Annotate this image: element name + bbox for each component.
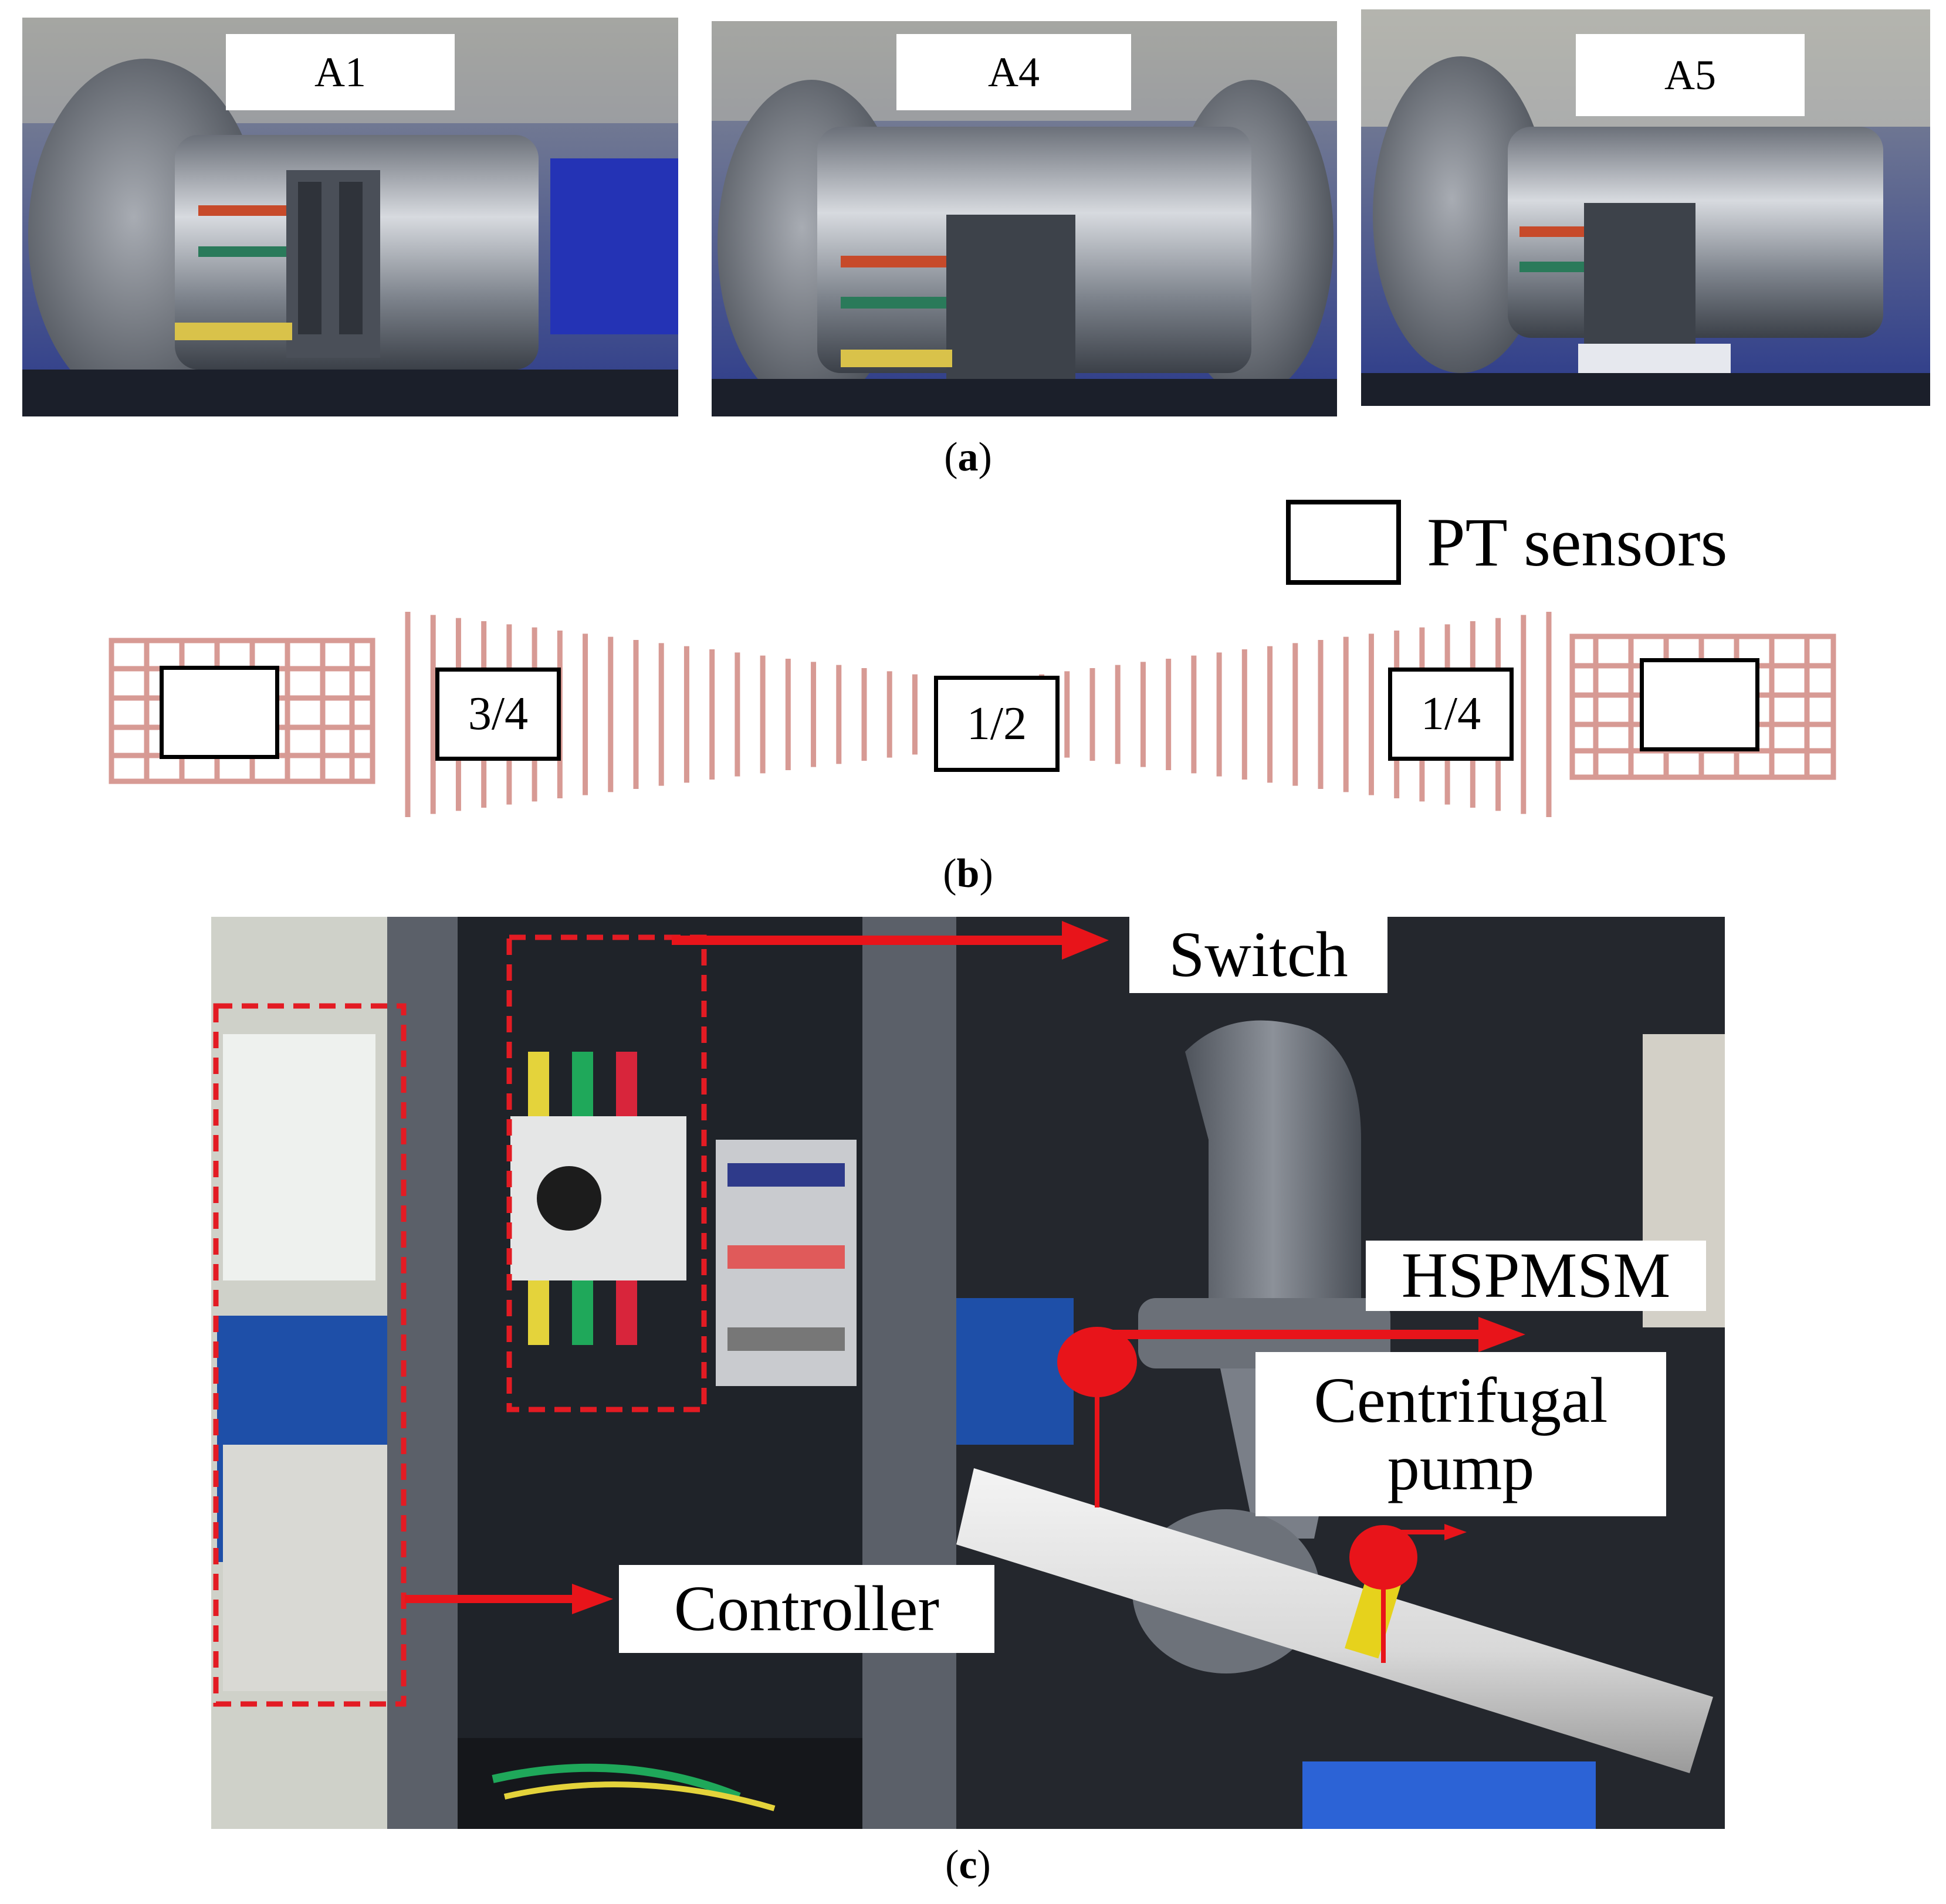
photo-label-a4: A4 [896,34,1131,110]
pt-sensor-legend: PT sensors [1286,500,1873,591]
photo-label-a1-text: A1 [314,48,366,96]
sensor-position-1-4-label: 1/4 [1420,688,1481,740]
sensor-position-3-4-label: 3/4 [468,688,529,740]
callout-centrifugal-pump-label: Centrifugal pump [1314,1364,1608,1503]
sensor-position-3-4: 3/4 [435,668,561,761]
caption-b-letter: b [956,851,980,896]
pump-arrowhead [1444,1524,1467,1540]
test-bench-illustration [211,917,1725,1829]
sensor-position-1-2: 1/2 [934,676,1060,772]
photo-label-a5: A5 [1576,34,1805,116]
callout-centrifugal-pump: Centrifugal pump [1255,1352,1666,1516]
motor-a5-illustration [1361,9,1930,406]
sensor-end-left [160,666,279,759]
caption-b: (b) [943,851,993,896]
callout-arrows [405,921,1525,1663]
sensor-end-right [1640,658,1759,751]
caption-c-letter: c [959,1842,977,1888]
switch-arrowhead [1062,921,1109,960]
callout-controller: Controller [619,1565,994,1653]
photo-label-a1: A1 [226,34,455,110]
controller-arrowhead [572,1584,613,1614]
hspmsm-arrowhead [1478,1317,1525,1352]
dashed-highlights [213,934,707,1707]
callout-hspmsm-label: HSPMSM [1401,1239,1671,1312]
photo-a5 [1361,9,1930,406]
legend-swatch [1286,500,1401,585]
controller-dashed-box [213,1003,407,1707]
callout-hspmsm: HSPMSM [1366,1241,1706,1311]
photo-label-a4-text: A4 [988,48,1040,96]
caption-a: (a) [944,435,992,480]
sensor-position-1-2-label: 1/2 [966,697,1027,750]
callout-switch-label: Switch [1169,919,1348,991]
callout-switch: Switch [1129,917,1387,993]
callout-controller-label: Controller [674,1573,940,1645]
sensor-position-1-4: 1/4 [1388,668,1514,761]
photo-label-a5-text: A5 [1664,51,1716,99]
caption-c: (c) [945,1842,991,1888]
legend-label: PT sensors [1427,504,1728,581]
caption-a-letter: a [957,435,979,480]
photo-test-bench [211,917,1725,1829]
switch-dashed-box [506,934,707,1412]
